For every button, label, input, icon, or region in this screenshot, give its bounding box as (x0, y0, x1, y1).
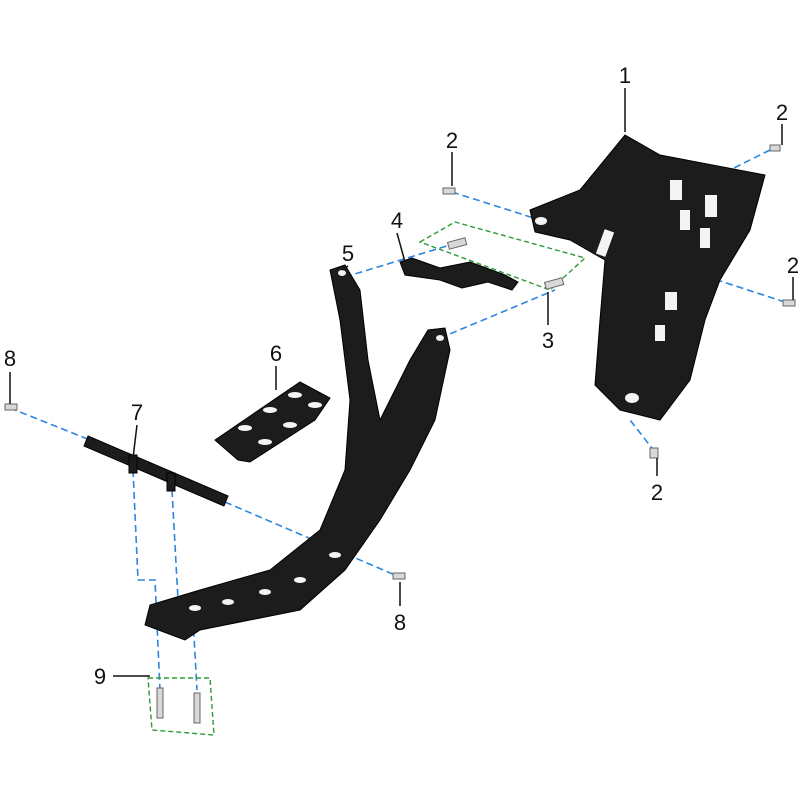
mounting-bracket (399, 257, 519, 291)
bolt-icon (156, 687, 164, 719)
bar (83, 435, 229, 507)
assembly-line (9, 407, 91, 441)
assembly-line (451, 191, 541, 221)
bolt-icon (769, 144, 781, 152)
callout-3: 3 (542, 328, 554, 353)
group-box-bracket (418, 221, 587, 291)
bolt-icon (392, 572, 406, 580)
callout-5: 5 (342, 241, 354, 266)
callout-4: 4 (391, 208, 403, 233)
footrest-frame (144, 264, 451, 641)
bolt-icon (782, 299, 796, 307)
callout-2: 2 (787, 253, 799, 278)
callout-8: 8 (394, 610, 406, 635)
bolt-icon (193, 692, 201, 724)
assembly-line (344, 244, 451, 278)
skid-plate (529, 134, 766, 421)
bolt-icon (4, 403, 18, 411)
bolts (4, 144, 796, 724)
callout-7: 7 (131, 400, 143, 425)
bracket-bolts (446, 237, 565, 290)
callout-2: 2 (446, 128, 458, 153)
assembly-line (171, 489, 198, 691)
assembly-line (699, 149, 771, 186)
callout-9: 9 (94, 664, 106, 689)
callout-2: 2 (651, 480, 663, 505)
leader-lines (9, 88, 794, 677)
group-box-bottom-bolts (147, 677, 215, 736)
assembly-line (629, 419, 656, 453)
foot-pad (214, 381, 331, 463)
callout-2: 2 (776, 100, 788, 125)
callout-8: 8 (4, 346, 16, 371)
callout-1: 1 (619, 63, 631, 88)
bolt-icon (649, 447, 659, 459)
assembly-line (132, 469, 161, 691)
callout-6: 6 (270, 341, 282, 366)
bolt-icon (442, 187, 456, 195)
assembly-line (439, 289, 556, 339)
